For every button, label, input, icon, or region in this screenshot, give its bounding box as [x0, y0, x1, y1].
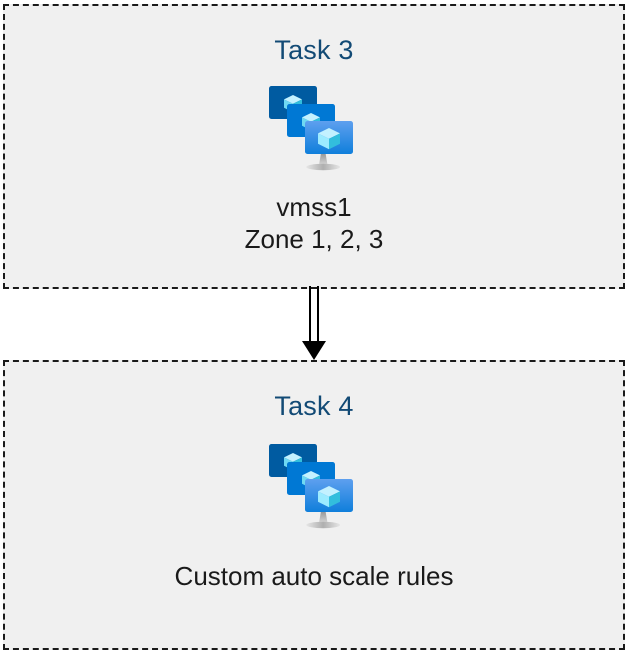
task-title-task-3: Task 3 [274, 35, 354, 65]
caption-block-task-4: Custom auto scale rules [175, 560, 454, 592]
vmss-icon [263, 80, 373, 180]
caption-vmss-zones: Zone 1, 2, 3 [244, 224, 384, 254]
task-box-task-3[interactable]: Task 3 [3, 4, 625, 289]
task-title-task-4: Task 4 [274, 391, 354, 421]
caption-block-task-3: vmss1 Zone 1, 2, 3 [245, 191, 384, 255]
task-box-task-4[interactable]: Task 4 [3, 360, 625, 650]
caption-auto-scale-rules: Custom auto scale rules [174, 561, 454, 591]
vmss-icon [263, 438, 373, 538]
arrow-task3-to-task4 [296, 286, 332, 362]
caption-vmss-name: vmss1 [276, 192, 352, 222]
